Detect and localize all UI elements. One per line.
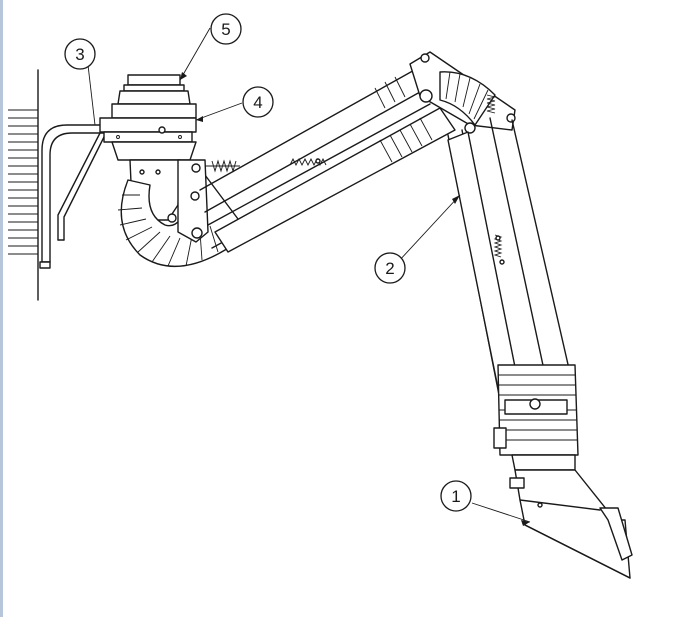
wall-bracket (39, 124, 107, 269)
callout-3: 3 (64, 38, 96, 70)
lower-arm (447, 117, 576, 401)
callout-1: 1 (440, 480, 472, 512)
lower-joint-plate (177, 159, 240, 243)
mounting-flange (99, 117, 197, 147)
callout-5: 5 (210, 13, 242, 45)
callout-5-label: 5 (221, 20, 230, 39)
extraction-hood (509, 469, 633, 579)
callout-1-label: 1 (451, 487, 460, 506)
callout-4-label: 4 (253, 93, 262, 112)
wall-hatching (8, 109, 38, 255)
wall (8, 69, 39, 301)
callout-4: 4 (242, 86, 274, 118)
elbow-joint (409, 51, 516, 134)
callout-2-label: 2 (385, 259, 394, 278)
page-edge-rule (0, 0, 3, 617)
callout-2: 2 (374, 252, 406, 284)
lower-hose (493, 364, 579, 471)
callout-leaders (87, 27, 531, 526)
top-connector (111, 74, 197, 119)
callout-3-label: 3 (75, 45, 84, 64)
upper-arm (199, 67, 456, 253)
